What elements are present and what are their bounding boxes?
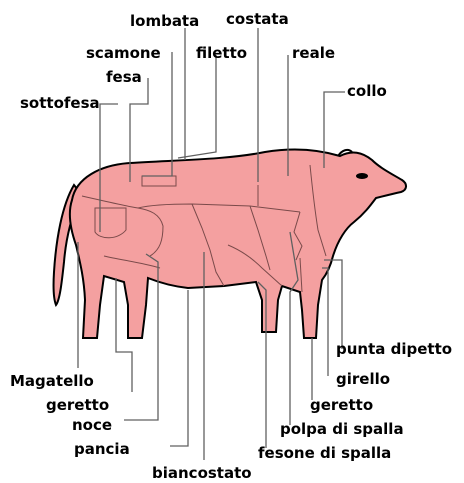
label-noce: noce [72,416,112,434]
label-biancostato: biancostato [152,464,252,482]
label-sottofesa: sottofesa [20,94,100,112]
label-geretto-left: geretto [46,396,109,414]
label-pancia: pancia [74,440,130,458]
label-fesa: fesa [106,68,142,86]
label-filetto: filetto [196,44,247,62]
label-magatello: Magatello [10,372,94,390]
label-scamone: scamone [86,44,161,62]
label-collo: collo [347,82,387,100]
label-reale: reale [292,44,335,62]
label-fesone-di-spalla: fesone di spalla [258,444,391,462]
label-polpa-di-spalla: polpa di spalla [280,420,404,438]
label-punta-dipetto: punta dipetto [336,340,452,358]
label-geretto-right: geretto [310,396,373,414]
label-costata: costata [226,10,289,28]
label-girello: girello [336,370,390,388]
label-lombata: lombata [130,12,199,30]
cow-eye [356,173,368,179]
cow-body [70,149,406,338]
